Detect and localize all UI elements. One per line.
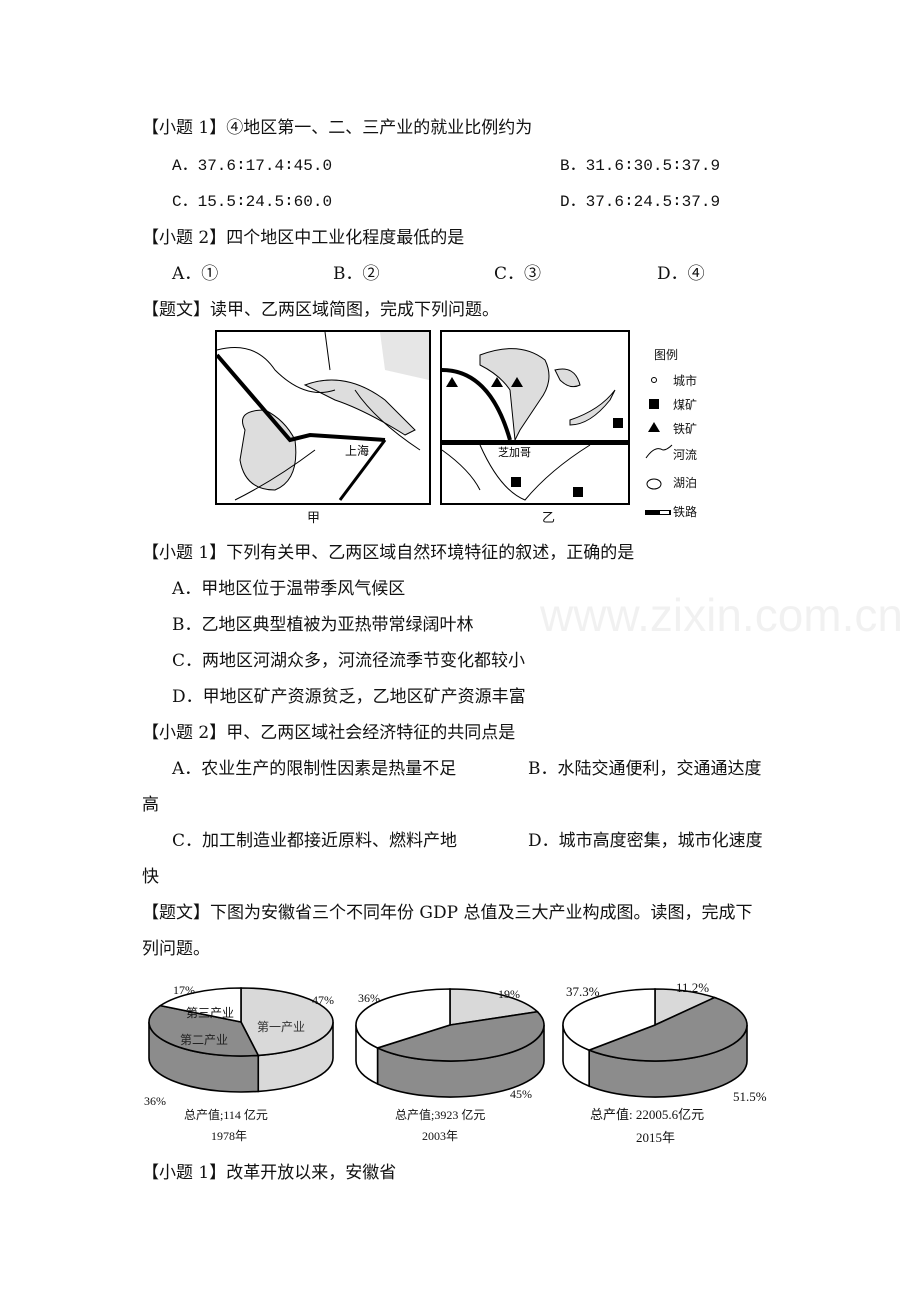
pie3-year: 2015年 (636, 1130, 676, 1145)
legend-coal: 煤矿 (673, 398, 698, 412)
pie2-label-tertiary: 36% (358, 991, 380, 1005)
option-b: B．② (333, 264, 380, 284)
pie1-slice-第二产业 (148, 1004, 260, 1057)
option-d: D．④ (657, 264, 705, 284)
option-c: C．两地区河湖众多，河流径流季节变化都较小 (172, 651, 526, 671)
question-stem: 【小题 1】④地区第一、二、三产业的就业比例约为 (142, 118, 533, 138)
pie2-label-primary: 19% (498, 987, 520, 1001)
pie2-slice-第二产业 (375, 1010, 545, 1062)
option-c: C．③ (494, 264, 542, 284)
pie1-label-primary: 47% (312, 993, 334, 1007)
lake-ellipse-icon (646, 478, 662, 490)
option-a: A．① (172, 264, 219, 284)
railway-bar-icon (645, 510, 671, 515)
option-d: D．城市高度密集，城市化速度 (528, 831, 763, 851)
option-b: B．31.6∶30.5∶37.9 (560, 157, 721, 175)
pie1-cat-primary: 第一产业 (257, 1020, 306, 1034)
pie3-label-secondary: 51.5% (733, 1089, 767, 1104)
legend-lake: 湖泊 (673, 476, 698, 490)
pie1-year: 1978年 (211, 1129, 248, 1143)
pie3-label-primary: 11.2% (676, 980, 710, 995)
legend-city: 城市 (673, 374, 698, 388)
pie2-label-secondary: 45% (510, 1087, 532, 1101)
question-stem: 【小题 1】改革开放以来，安徽省 (142, 1163, 397, 1183)
legend-title: 图例 (654, 348, 679, 362)
watermark: www.zixin.com.cn (540, 589, 903, 641)
pie2-year: 2003年 (422, 1129, 459, 1143)
map-label-chicago: 芝加哥 (498, 446, 531, 459)
pie2-slice-第一产业 (449, 988, 540, 1026)
question-stem: 【小题 2】四个地区中工业化程度最低的是 (142, 228, 465, 248)
pie1-label-tertiary: 17% (173, 983, 195, 997)
option-a: A．37.6∶17.4∶45.0 (172, 157, 333, 175)
option-b-cont: 高 (142, 795, 159, 815)
option-c: C．加工制造业都接近原料、燃料产地 (172, 831, 458, 851)
pie1-cat-secondary: 第二产业 (180, 1033, 229, 1047)
legend-river: 河流 (673, 448, 698, 462)
pie1-cat-tertiary: 第三产业 (186, 1006, 235, 1020)
pie2-total: 总产值;3923 亿元 (395, 1108, 486, 1122)
question-stem: 【小题 1】下列有关甲、乙两区域自然环境特征的叙述，正确的是 (142, 543, 635, 563)
gdp-pie-charts (148, 987, 748, 1098)
city-dot-icon (651, 377, 657, 383)
option-d: D．甲地区矿产资源贫乏，乙地区矿产资源丰富 (172, 687, 526, 707)
passage-intro: 【题文】下图为安徽省三个不同年份 GDP 总值及三大产业构成图。读图，完成下 (142, 903, 753, 923)
pie3-total: 总产值: 22005.6亿元 (590, 1107, 705, 1122)
passage-intro: 【题文】读甲、乙两区域简图，完成下列问题。 (142, 300, 499, 320)
map-yi: 芝加哥 (440, 330, 630, 505)
map-caption-yi: 乙 (542, 511, 556, 526)
map-caption-jia: 甲 (307, 511, 321, 526)
pie1-slice-第一产业 (240, 987, 334, 1057)
option-a: A．甲地区位于温带季风气候区 (172, 579, 406, 599)
option-c: C．15.5∶24.5∶60.0 (172, 193, 333, 211)
iron-triangle-icon (648, 422, 660, 432)
map-jia: 上海 (215, 330, 431, 505)
option-a: A．农业生产的限制性因素是热量不足 (172, 759, 457, 779)
legend-railway: 铁路 (673, 505, 698, 519)
pie3-slice-第二产业 (586, 996, 748, 1062)
option-b: B．水陆交通便利，交通通达度 (528, 759, 762, 779)
passage-intro-cont: 列问题。 (142, 939, 210, 959)
legend-icons (645, 377, 673, 515)
legend-iron: 铁矿 (673, 422, 698, 436)
pie3-label-tertiary: 37.3% (566, 984, 600, 999)
coal-square-icon (649, 399, 659, 409)
pie1-total: 总产值;114 亿元 (184, 1108, 268, 1122)
pie3-slice-第三产业 (562, 988, 656, 1051)
map-label-shanghai: 上海 (345, 443, 369, 458)
option-d-cont: 快 (142, 867, 159, 887)
pie2-slice-第三产业 (355, 988, 451, 1049)
question-stem: 【小题 2】甲、乙两区域社会经济特征的共同点是 (142, 723, 516, 743)
option-b: B．乙地区典型植被为亚热带常绿阔叶林 (172, 615, 474, 635)
pie1-label-secondary: 36% (144, 1094, 166, 1108)
pie1-slice-第三产业 (158, 987, 242, 1023)
river-line-icon (645, 444, 673, 459)
option-d: D．37.6∶24.5∶37.9 (560, 193, 721, 211)
